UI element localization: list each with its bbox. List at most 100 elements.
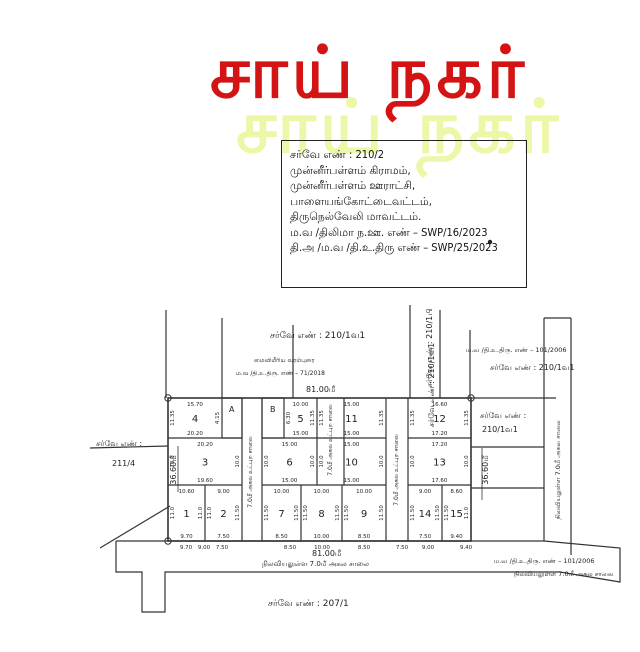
plot-dim-bottom: 7.50 [419,534,432,540]
info-line: திருநெல்வேலி மாவட்டம். [290,210,422,223]
internal-road-3: 7.0மீ அகல உட்புற சாலை [393,434,400,505]
plot-dim-right: 10.0 [464,455,470,468]
survey-label-right-top: சர்வே எண் : 210/1வ1 [490,363,575,372]
plot-dim-top: 10.60 [179,489,195,495]
plot-dim-bottom: 19.60 [197,478,213,484]
bottom-road-dim: 9.00 [198,545,211,551]
plot-number: 13 [433,458,446,469]
existing-path-label: மைவிமீரிய வரம்புரை [254,357,315,364]
info-line: தி.அ /ம.வ /தி.உ.திரு எண் – SWP/25/2023 [290,241,498,254]
plot-dim-bottom: 15.00 [344,478,360,484]
plot-dim-bottom: 15.00 [344,431,360,437]
plot-dim-top: 9.00 [217,489,230,495]
plot-dim-left: 11.50 [264,505,270,521]
plot-number: 9 [361,509,367,520]
plot-dim-left: 11.50 [444,505,450,521]
plot-number: 6 [286,458,292,469]
plot-dim-left: 11.35 [170,410,176,426]
survey-label-top: சர்வே எண் : 210/1வ1 [270,331,365,341]
plot-dim-left: 11.50 [344,505,350,521]
survey-info-box: சர்வே எண் : 210/2 முன்னீர்பள்ளம் கிராமம்… [281,140,527,288]
survey-label-right: சர்வே எண் : [480,411,526,420]
plot-dim-bottom: 15.00 [282,478,298,484]
plot-dim-left: 11.35 [319,410,325,426]
info-line: பாளையங்கோட்டைவட்டம், [290,194,432,208]
plot-dim-top: 17.20 [432,442,448,448]
plot-dim-bottom: 17.20 [432,431,448,437]
bottom-road-dim: 8.50 [284,545,297,551]
plot-dim-right: 10.0 [235,455,241,468]
plot-dim-right: 11.50 [379,505,385,521]
reserve-a-label: A [229,405,235,414]
plot-dim-top: 8.60 [450,489,463,495]
bottom-road-dim: 7.50 [396,545,409,551]
plot-dim-left: 11.50 [303,505,309,521]
plan-lines [89,305,621,613]
plot-dim-left: 11.0 [170,506,176,519]
plot-dim-left: 10.0 [264,455,270,468]
plot-number: 11 [345,414,358,425]
plot-dim-bottom: 9.70 [180,534,193,540]
plot-dim-left: 10.0 [410,455,416,468]
title-shadow: சாய் நகர் [236,84,563,170]
plot-dim-right: 11.35 [310,410,316,426]
plot-number: 7 [278,509,284,520]
plot-dim-top: 15.00 [344,442,360,448]
corner-markers [164,239,493,545]
survey-label-bottom: சர்வே எண் : 207/1 [268,599,349,609]
plot-dim-bottom: 8.50 [275,534,288,540]
plot-dim-top: 10.00 [356,489,372,495]
survey-label-left-num: 211/4 [112,459,135,468]
plot-number: 4 [192,414,198,425]
info-line: முன்னீர்பள்ளம் ஊராட்சி, [290,179,416,192]
road-bottom-label: நிலவியலுள்ள 7.0மீ அகல சாலை [262,560,369,568]
plot-dim-top: 15.70 [187,402,203,408]
bottom-road-dim: 9.40 [460,545,473,551]
plot-number: 8 [318,509,324,520]
plot-dim-right: 11.50 [435,505,441,521]
info-line: ம.வ /திலிமா ந.ஊ. எண் – SWP/16/2023 [290,225,488,239]
plot-dim-top: 16.60 [432,402,448,408]
plot-number: 3 [202,458,208,469]
plot-dim-top: 15.00 [282,442,298,448]
layout-title: சாய் நகர் [210,30,529,114]
plot-number: 2 [220,509,226,520]
plot-dim-bottom: 17.60 [432,478,448,484]
dim-right: 36.60மீ [481,455,490,485]
plot-number: 1 [183,509,189,520]
plot-number: 15 [450,509,463,520]
plot-dim-top: 10.00 [293,402,309,408]
plot-dim-left: 11.50 [410,505,416,521]
road-bottom-right-label: நிலவியலுள்ள 7.0மீ அகல சாலை [514,570,614,578]
plot-dim-right: 10.0 [310,455,316,468]
plot-dim-top: 10.00 [314,489,330,495]
plot-dim-right: 10.0 [379,455,385,468]
plot-dim-left: 6.30 [286,411,292,424]
bottom-road-dim: 10.00 [314,545,330,551]
plot-dim-right: 11.0 [198,506,204,519]
survey-label-top-vertical: சர்வே எண் : 210/1பி [425,308,434,387]
plot-dim-right: 11.50 [235,505,241,521]
reserve-b-label: B [270,405,276,414]
survey-label-mid-vertical: சர்வே எண் : 210/1வ1 [427,343,436,428]
road-right-vertical: நிலவியலுள்ள 7.0மீ அகல சாலை [554,420,562,520]
plot-dim-left: 11.0 [207,506,213,519]
approval-label-top: ம.வ /தி.உ.திரு. எண் – 71/2018 [236,370,325,377]
bottom-road-dim: 9.70 [180,545,193,551]
info-line: முன்னீர்பள்ளம் கிராமம், [290,163,411,177]
plot-dim-top: 9.00 [419,489,432,495]
plot-dim-right: 11.50 [294,505,300,521]
approval-label-right-top: ம.வ /தி.உ.திரு. எண் – 101/2006 [466,346,566,354]
plot-dim-left: 10.0 [319,455,325,468]
bottom-road-dim: 9.00 [422,545,435,551]
approval-label-bottom-right: ம.வ /தி.உ.திரு. எண் – 101/2006 [494,557,594,565]
info-line: சர்வே எண் : 210/2 [290,148,385,161]
plot-dim-right: 11.35 [379,410,385,426]
dim-top: 81.00மீ [306,385,336,394]
plot-dim-top: 10.00 [274,489,290,495]
plot-dim-bottom: 8.50 [358,534,371,540]
plot-dim-bottom: 20.20 [187,431,203,437]
plot-dim-right: 11.35 [464,410,470,426]
